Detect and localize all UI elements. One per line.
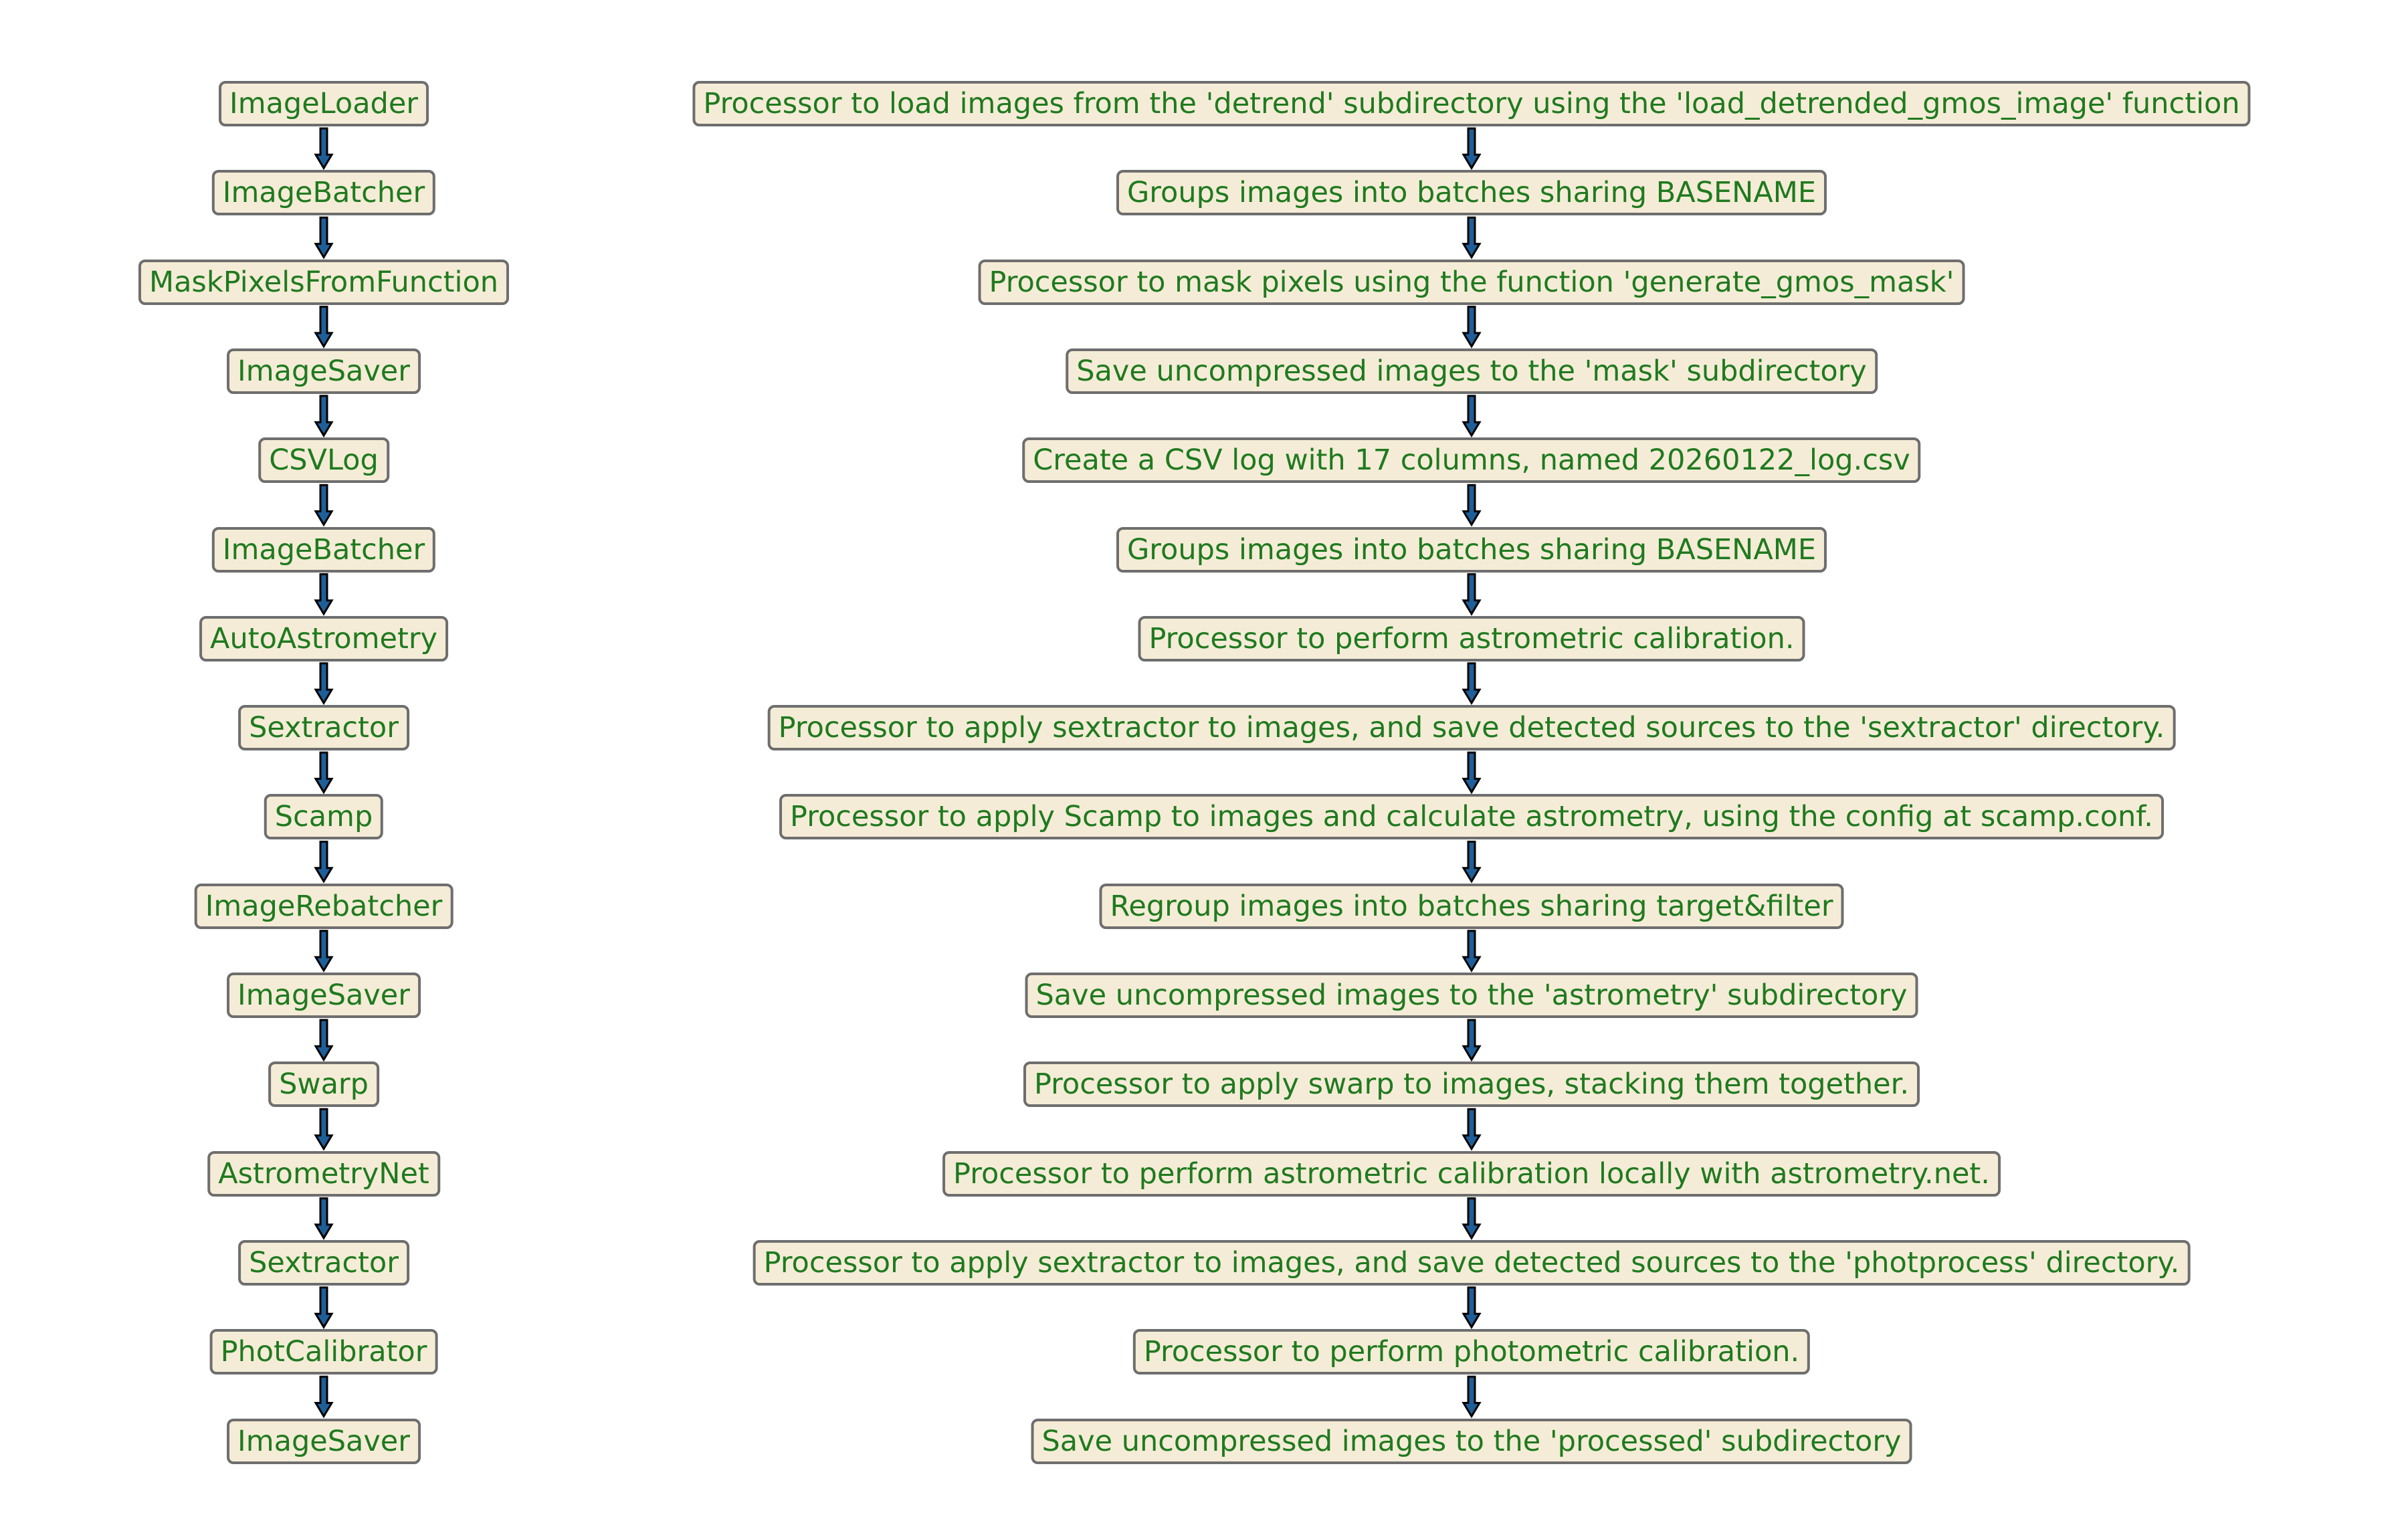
flow-arrow-left	[314, 573, 334, 616]
step-name-node: AstrometryNet	[207, 1150, 440, 1197]
flow-arrow-left	[314, 1108, 334, 1151]
flow-arrow-right	[1462, 573, 1482, 616]
step-description-node: Processor to apply sextractor to images,…	[767, 705, 2176, 751]
step-name-node: ImageSaver	[227, 973, 421, 1018]
flow-arrow-left	[314, 751, 334, 795]
step-name-node: ImageSaver	[227, 348, 421, 394]
flow-arrow-right	[1462, 1375, 1482, 1419]
step-description-node: Regroup images into batches sharing targ…	[1099, 883, 1844, 929]
flow-arrow-left	[314, 1019, 334, 1062]
flow-arrow-left	[314, 1197, 334, 1240]
step-description-node: Processor to apply swarp to images, stac…	[1023, 1061, 1920, 1108]
step-name-node: ImageSaver	[227, 1418, 421, 1464]
step-description-node: Processor to mask pixels using the funct…	[978, 259, 1965, 305]
flow-arrow-left	[314, 395, 334, 438]
flow-arrow-right	[1462, 395, 1482, 438]
step-description-node: Save uncompressed images to the 'mask' s…	[1066, 348, 1878, 394]
step-name-node: ImageRebatcher	[194, 883, 454, 929]
flow-arrow-right	[1462, 484, 1482, 527]
step-name-node: Scamp	[264, 794, 384, 840]
step-description-node: Groups images into batches sharing BASEN…	[1116, 170, 1827, 216]
step-name-node: PhotCalibrator	[209, 1329, 438, 1375]
flow-arrow-left	[314, 840, 334, 884]
step-description-node: Save uncompressed images to the 'process…	[1031, 1418, 1912, 1464]
flow-arrow-right	[1462, 1197, 1482, 1240]
step-description-node: Processor to perform astrometric calibra…	[942, 1150, 2001, 1197]
step-name-node: Swarp	[268, 1061, 379, 1108]
step-description-node: Save uncompressed images to the 'astrome…	[1025, 973, 1918, 1018]
step-description-node: Groups images into batches sharing BASEN…	[1116, 526, 1827, 573]
flow-arrow-right	[1462, 1286, 1482, 1330]
step-name-node: ImageLoader	[219, 81, 429, 126]
step-description-node: Processor to apply sextractor to images,…	[752, 1239, 2191, 1286]
step-name-node: Sextractor	[238, 705, 409, 751]
flow-arrow-left	[314, 484, 334, 527]
flow-arrow-left	[314, 662, 334, 706]
step-description-node: Create a CSV log with 17 columns, named …	[1022, 437, 1921, 484]
flow-arrow-right	[1462, 662, 1482, 706]
step-name-node: CSVLog	[258, 437, 389, 484]
step-name-node: Sextractor	[238, 1239, 409, 1286]
flow-arrow-left	[314, 216, 334, 260]
step-name-node: AutoAstrometry	[199, 615, 448, 662]
flow-arrow-right	[1462, 216, 1482, 260]
flow-arrow-right	[1462, 930, 1482, 973]
flow-arrow-left	[314, 1286, 334, 1330]
step-description-node: Processor to load images from the 'detre…	[692, 81, 2251, 126]
flow-arrow-left	[314, 127, 334, 171]
step-name-node: ImageBatcher	[211, 170, 436, 216]
flow-arrow-left	[314, 930, 334, 973]
flow-arrow-right	[1462, 751, 1482, 795]
flow-arrow-left	[314, 306, 334, 348]
step-description-node: Processor to apply Scamp to images and c…	[779, 794, 2164, 840]
flow-arrow-right	[1462, 840, 1482, 884]
step-description-node: Processor to perform photometric calibra…	[1132, 1329, 1811, 1375]
step-description-node: Processor to perform astrometric calibra…	[1138, 615, 1805, 662]
step-name-node: ImageBatcher	[211, 526, 436, 573]
flow-arrow-right	[1462, 306, 1482, 348]
flow-arrow-left	[314, 1375, 334, 1419]
flow-arrow-right	[1462, 1108, 1482, 1151]
flow-arrow-right	[1462, 1019, 1482, 1062]
flow-arrow-right	[1462, 127, 1482, 171]
step-name-node: MaskPixelsFromFunction	[138, 259, 510, 305]
